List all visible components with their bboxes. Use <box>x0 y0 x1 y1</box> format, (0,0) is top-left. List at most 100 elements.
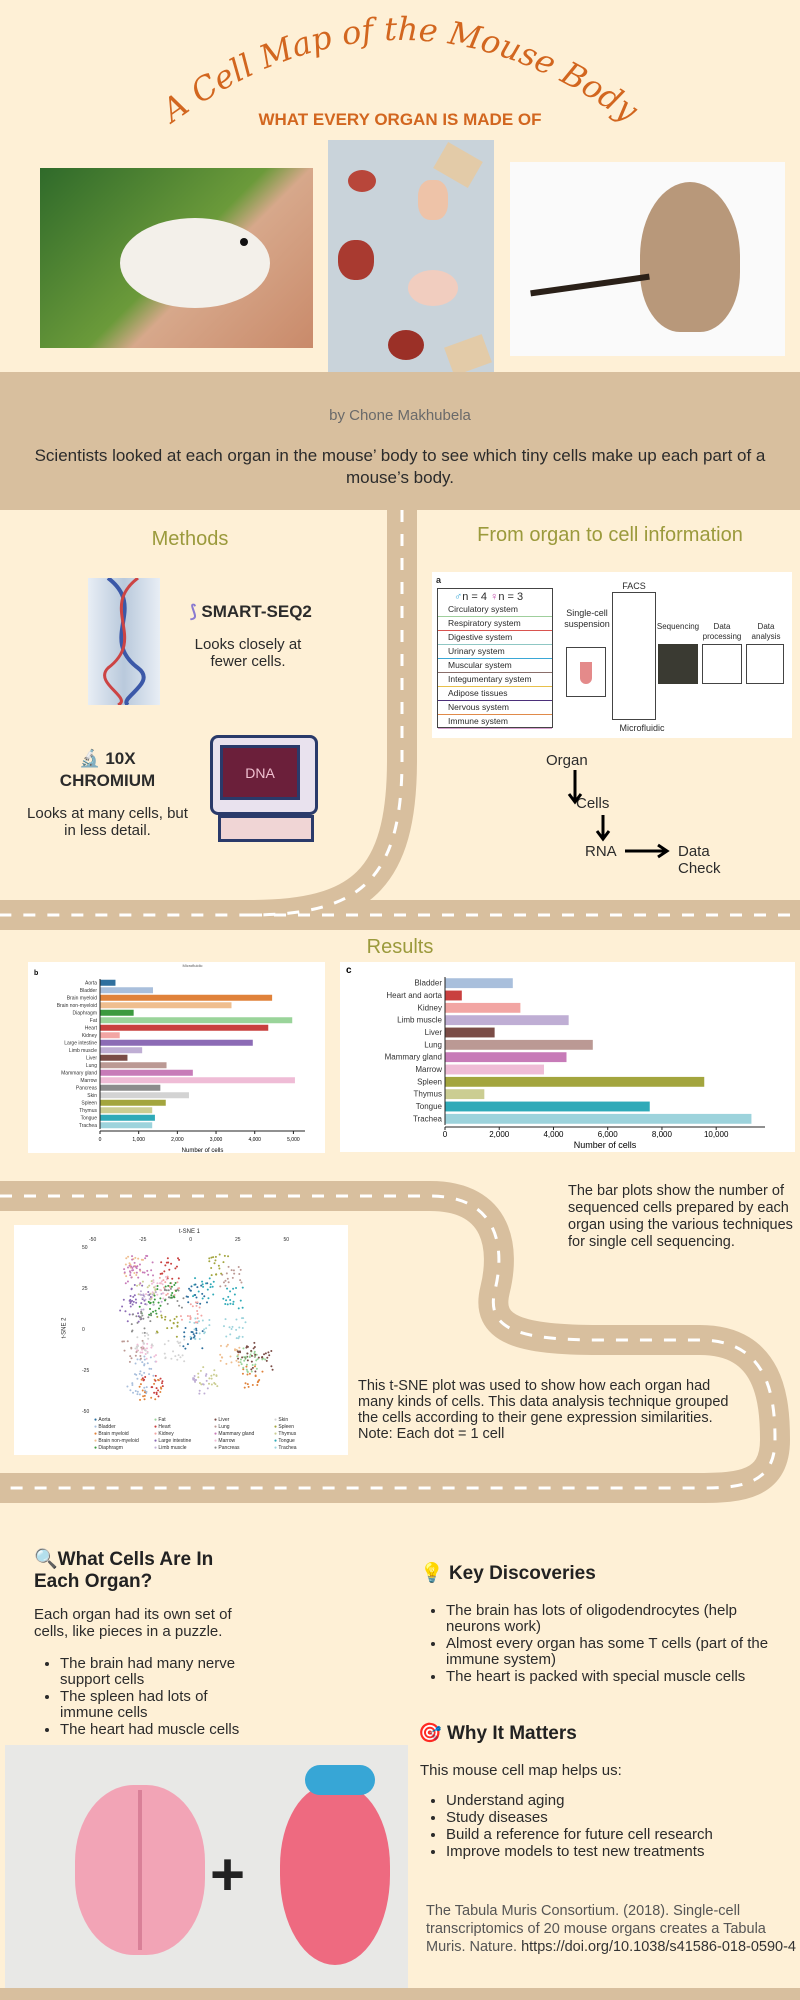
cell-dot <box>164 1299 167 1302</box>
category-label: Thymus <box>79 1108 97 1114</box>
cell-dot <box>189 1316 192 1319</box>
cell-dot <box>253 1341 256 1344</box>
cell-dot <box>228 1326 231 1329</box>
category-label: Limb muscle <box>397 1016 442 1025</box>
cell-dot <box>194 1283 197 1286</box>
cell-dot <box>171 1292 174 1295</box>
cell-dot <box>160 1316 163 1319</box>
category-label: Heart <box>85 1025 98 1031</box>
doi-link[interactable]: https://doi.org/10.1038/s41586-018-0590-… <box>521 1939 796 1955</box>
cell-dot <box>180 1306 183 1309</box>
cell-dot <box>170 1327 173 1330</box>
cell-dot <box>164 1281 167 1284</box>
what-cells-list: The brain had many nerve support cells T… <box>34 1656 264 1739</box>
cell-dot <box>135 1351 138 1354</box>
cell-dot <box>169 1319 172 1322</box>
category-label: Mammary gland <box>385 1053 442 1062</box>
cell-dot <box>136 1377 139 1380</box>
legend-item: ● Trachea <box>274 1445 297 1451</box>
legend-item: ● Large intestine <box>154 1438 192 1444</box>
cell-dot <box>270 1350 273 1353</box>
cell-dot <box>126 1340 129 1343</box>
cell-dot <box>227 1295 230 1298</box>
bar <box>100 1062 167 1069</box>
cell-dot <box>152 1303 155 1306</box>
cell-dot <box>136 1393 139 1396</box>
cell-dot <box>176 1358 179 1361</box>
bar <box>100 1024 269 1031</box>
cell-dot <box>251 1364 254 1367</box>
cell-dot <box>119 1309 122 1312</box>
cell-dot <box>162 1279 165 1282</box>
legend-label: Trachea <box>278 1445 297 1451</box>
cell-dot <box>194 1277 197 1280</box>
bar <box>100 1009 134 1016</box>
legend-item: ● Pancreas <box>214 1445 240 1451</box>
cell-dot <box>189 1338 192 1341</box>
cell-dot <box>237 1361 240 1364</box>
cell-dot <box>236 1355 239 1358</box>
cell-dot <box>225 1299 228 1302</box>
cell-dot <box>150 1396 153 1399</box>
cell-dot <box>151 1293 154 1296</box>
cell-dot <box>183 1338 186 1341</box>
cell-dot <box>152 1310 155 1313</box>
cell-dot <box>133 1261 136 1264</box>
cell-dot <box>194 1317 197 1320</box>
cell-dot <box>175 1335 178 1338</box>
bar-caption: The bar plots show the number of sequenc… <box>568 1183 793 1250</box>
cell-dot <box>160 1314 163 1317</box>
cell-dot <box>212 1293 215 1296</box>
cell-dot <box>166 1302 169 1305</box>
cell-dot <box>128 1299 131 1302</box>
cell-dot <box>172 1295 175 1298</box>
cell-dot <box>205 1379 208 1382</box>
cell-dot <box>170 1262 173 1265</box>
cell-dot <box>164 1275 167 1278</box>
bar <box>100 1107 153 1114</box>
cell-dot <box>142 1308 145 1311</box>
cell-dot <box>130 1357 133 1360</box>
cell-dot <box>195 1304 198 1307</box>
legend-label: Limb muscle <box>158 1445 187 1451</box>
cell-dot <box>145 1347 148 1350</box>
cell-dot <box>210 1267 213 1270</box>
cell-dot <box>232 1269 235 1272</box>
system-item: Respiratory system <box>438 617 552 631</box>
cell-dot <box>232 1287 235 1290</box>
category-label: Fat <box>90 1018 98 1024</box>
cell-dot <box>202 1285 205 1288</box>
cell-dot <box>161 1272 164 1275</box>
cell-dot <box>167 1284 170 1287</box>
x-tick-label: 0 <box>443 1130 448 1139</box>
category-label: Heart and aorta <box>386 991 442 1000</box>
smart-seq2-title: SMART-SEQ2 <box>201 602 312 621</box>
cell-dot <box>167 1289 170 1292</box>
cell-dot <box>246 1373 249 1376</box>
legend-item: ● Lung <box>214 1424 230 1430</box>
cell-dot <box>142 1293 145 1296</box>
tube-icon <box>566 647 606 697</box>
cell-dot <box>194 1293 197 1296</box>
cell-dot <box>160 1300 163 1303</box>
cell-dot <box>199 1302 202 1305</box>
cell-dot <box>148 1367 151 1370</box>
category-label: Tongue <box>416 1102 443 1111</box>
category-label: Liver <box>425 1028 443 1037</box>
cell-dot <box>205 1327 208 1330</box>
cell-dot <box>164 1318 167 1321</box>
cell-dot <box>141 1297 144 1300</box>
cell-dot <box>144 1298 147 1301</box>
cell-dot <box>220 1272 223 1275</box>
cell-dot <box>178 1287 181 1290</box>
cell-dot <box>230 1269 233 1272</box>
legend-item: ● Fat <box>154 1417 166 1423</box>
cell-dot <box>153 1382 156 1385</box>
bar <box>100 1069 193 1076</box>
cell-dot <box>227 1255 230 1258</box>
cell-dot <box>130 1346 133 1349</box>
cell-dot <box>160 1387 163 1390</box>
